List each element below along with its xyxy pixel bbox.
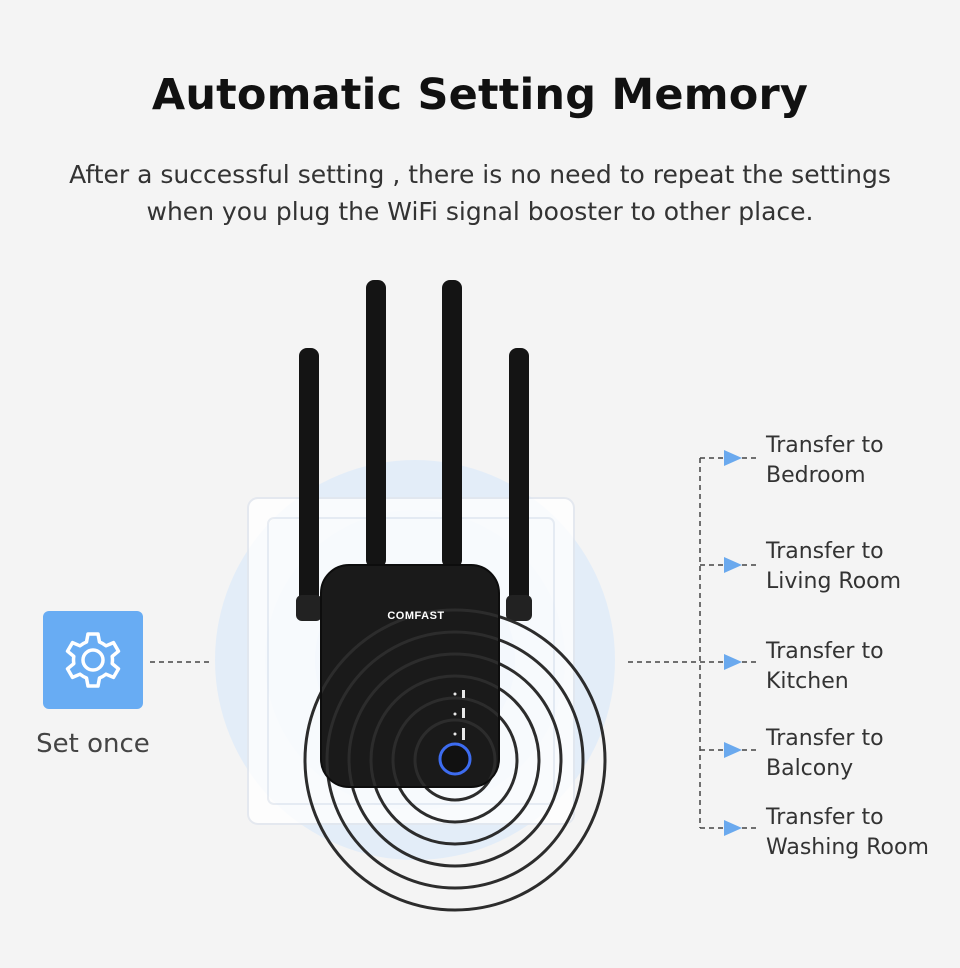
destination-arrows	[724, 450, 742, 836]
destination-line2: Kitchen	[766, 669, 849, 694]
destination-living-room: Transfer to Living Room	[766, 537, 901, 597]
destination-line1: Transfer to	[766, 433, 884, 458]
wifi-extender-icon	[303, 564, 607, 912]
set-once-label: Set once	[36, 729, 150, 759]
gear-tile	[43, 611, 143, 709]
page-subtitle: After a successful setting , there is no…	[0, 156, 960, 230]
page-title: Automatic Setting Memory	[151, 70, 809, 120]
antenna-2	[366, 280, 386, 568]
destination-balcony: Transfer to Balcony	[766, 724, 884, 784]
destination-line1: Transfer to	[766, 805, 884, 830]
subtitle-line-1: After a successful setting , there is no…	[69, 160, 891, 189]
destination-line1: Transfer to	[766, 726, 884, 751]
antenna-3	[442, 280, 462, 568]
arrow-icon	[724, 742, 742, 758]
antenna-1	[299, 348, 319, 608]
antennas	[299, 280, 529, 608]
arrow-icon	[724, 450, 742, 466]
destination-kitchen: Transfer to Kitchen	[766, 637, 884, 697]
destination-line2: Balcony	[766, 756, 854, 781]
subtitle-line-2: when you plug the WiFi signal booster to…	[146, 197, 814, 226]
arrow-icon	[724, 557, 742, 573]
destination-connectors	[628, 457, 760, 829]
wps-button	[438, 742, 472, 776]
arrow-icon	[724, 654, 742, 670]
device-brand: COMFAST	[387, 610, 445, 622]
destination-bedroom: Transfer to Bedroom	[766, 431, 884, 491]
destination-line2: Living Room	[766, 569, 902, 594]
destination-line2: Washing Room	[766, 835, 929, 860]
gear-icon	[65, 632, 121, 688]
antenna-4	[509, 348, 529, 608]
destination-line1: Transfer to	[766, 539, 884, 564]
destination-line2: Bedroom	[766, 463, 866, 488]
destination-washing-room: Transfer to Washing Room	[766, 803, 929, 863]
arrow-icon	[724, 820, 742, 836]
destination-line1: Transfer to	[766, 639, 884, 664]
